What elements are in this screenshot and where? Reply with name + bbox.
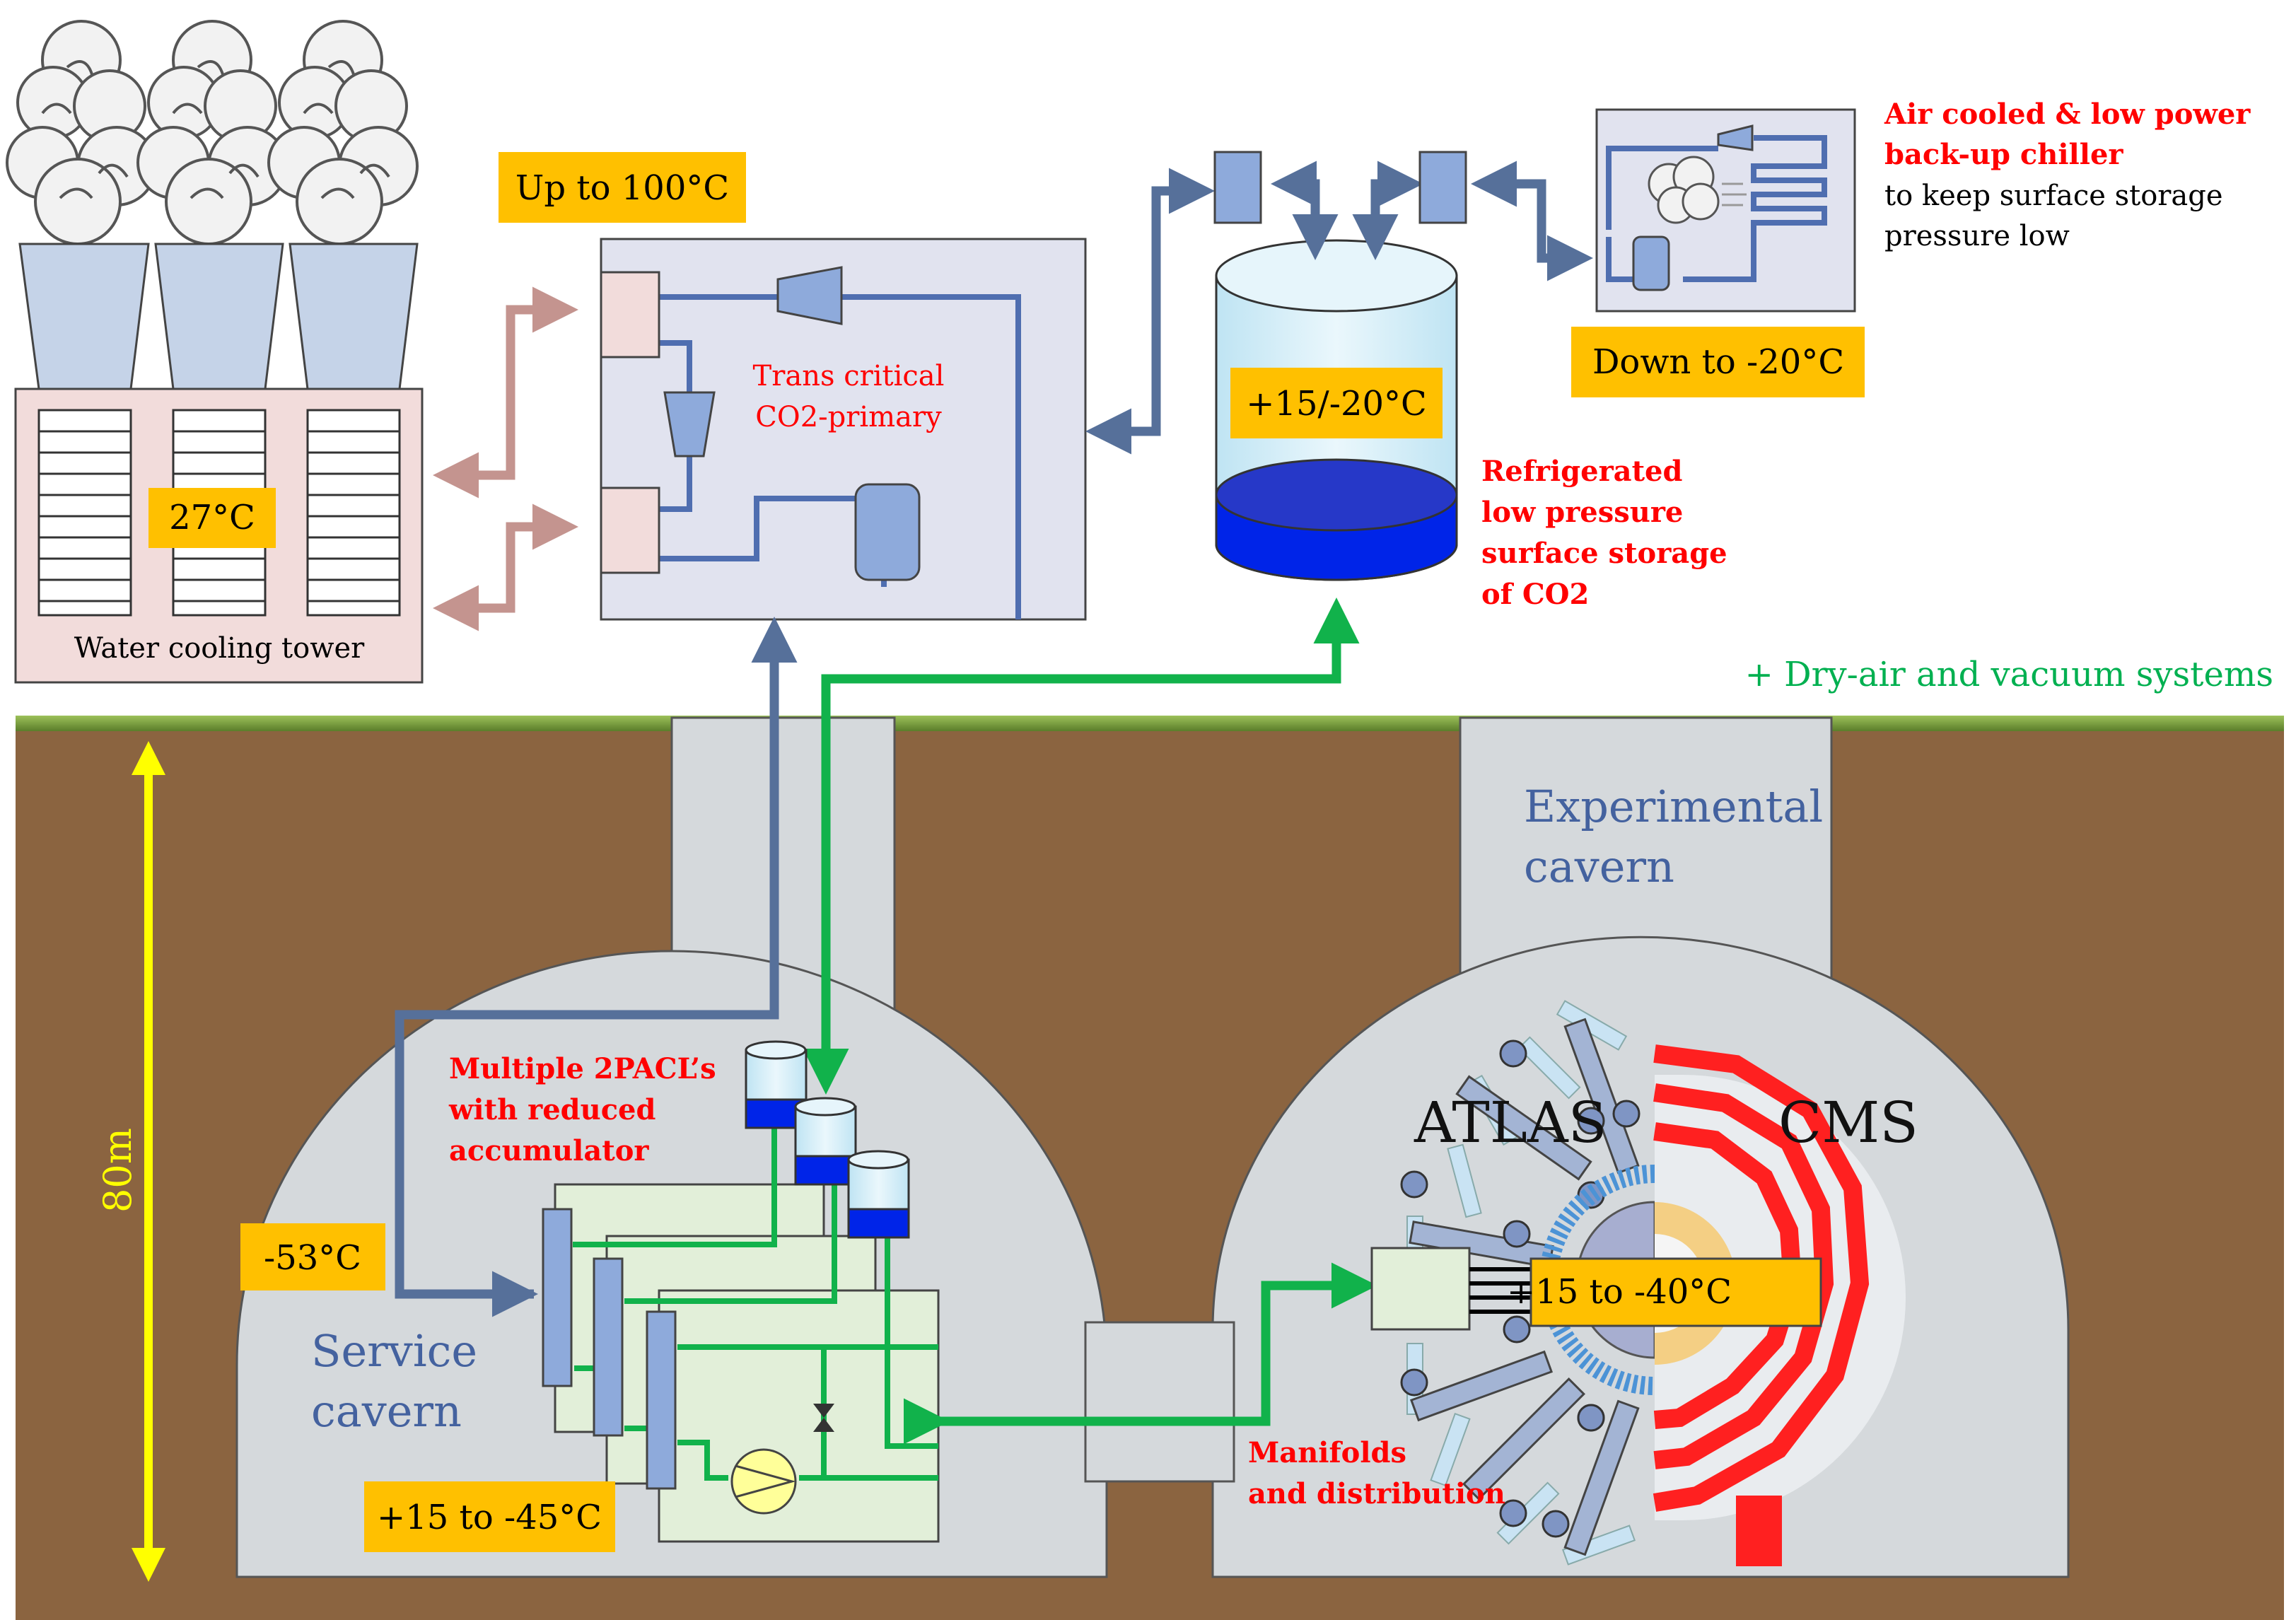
- storage-valve-2: [1418, 151, 1467, 224]
- storage-liquid-surface: [1215, 458, 1458, 532]
- co2-primary-unit: Trans critical CO2-primary: [600, 238, 1087, 621]
- manifold-lines: [1469, 1267, 1537, 1314]
- storage-connections: [1085, 161, 1593, 455]
- steam-cloud: [136, 20, 288, 245]
- storage-temp-label: +15/-20°C: [1246, 384, 1427, 424]
- pipe-pink-1: [433, 286, 578, 499]
- service-range-temp-box: [364, 1481, 615, 1552]
- steam-clouds: [6, 20, 419, 245]
- compressor: [776, 266, 843, 325]
- pacl-heat-exchanger-1: [542, 1208, 573, 1387]
- cms-label: CMS: [1778, 1090, 1918, 1155]
- pacl-pump: [730, 1448, 797, 1515]
- storage-desc-3: surface storage: [1481, 537, 1727, 570]
- service-cavern-label-1: Service: [311, 1325, 477, 1377]
- storage-temp-box: [1230, 368, 1443, 438]
- service-cold-temp-box: [240, 1223, 385, 1290]
- tower-primary-pipes: [433, 286, 578, 631]
- storage-desc-1: Refrigerated: [1481, 455, 1683, 488]
- storage-tank-top: [1215, 239, 1458, 313]
- depth-label: 80m: [95, 1128, 140, 1213]
- pacl-label-2: with reduced: [448, 1093, 655, 1126]
- atlas-label: ATLAS: [1414, 1090, 1607, 1155]
- pacl-label-1: Multiple 2PACL’s: [449, 1052, 716, 1085]
- fan-icon: [1648, 156, 1747, 224]
- manifolds-label-1: Manifolds: [1248, 1436, 1406, 1469]
- accumulator-3: [847, 1150, 910, 1239]
- valve-icon: [813, 1404, 834, 1432]
- storage-valve-1: [1213, 151, 1262, 224]
- primary-title-2: CO2-primary: [755, 401, 942, 433]
- manifolds-label-2: and distribution: [1248, 1477, 1505, 1510]
- depth-indicator: 80m: [95, 741, 165, 1582]
- backup-chiller: Down to -20°C Air cooled & low power bac…: [1571, 98, 2251, 397]
- pacl-panel-3: [658, 1289, 940, 1543]
- primary-temp-box: [499, 152, 746, 223]
- pipe-green-tunnel: [904, 1262, 1377, 1445]
- detector-temp-label: +15 to -40°C: [1507, 1272, 1732, 1312]
- tower-temp-box: [148, 488, 276, 548]
- dry-air-label: + Dry-air and vacuum systems: [1745, 655, 2273, 694]
- two-pacl-units: [542, 1040, 940, 1543]
- primary-internal-piping: [658, 294, 1021, 619]
- experimental-cavern-label-2: cavern: [1524, 841, 1674, 892]
- tower-fill-packs: [37, 409, 401, 617]
- storage-desc-4: of CO2: [1481, 578, 1589, 611]
- grass-line: [16, 716, 2284, 731]
- pipe-pink-2: [433, 503, 578, 631]
- pipe-valve-to-tank-2: [1352, 161, 1423, 260]
- chiller-desc-1: to keep surface storage: [1884, 180, 2223, 212]
- receiver-tank: [854, 483, 921, 581]
- tower-temp-label: 27°C: [169, 498, 255, 537]
- primary-title-1: Trans critical: [753, 360, 945, 392]
- service-range-temp-label: +15 to -45°C: [377, 1498, 602, 1537]
- accumulator-2: [794, 1097, 857, 1186]
- pipe-primary-to-valve: [1085, 168, 1215, 455]
- detector-temp-box: [1529, 1257, 1822, 1327]
- steam-cloud: [6, 20, 157, 245]
- pacl-heat-exchanger-3: [646, 1310, 677, 1490]
- chiller-title-2: back-up chiller: [1884, 138, 2123, 171]
- tower-label: Water cooling tower: [74, 632, 365, 665]
- chiller-compressor: [1717, 124, 1754, 151]
- pipe-valve-to-chiller: [1471, 161, 1593, 281]
- connecting-tunnel: [1084, 1321, 1235, 1483]
- service-cavern-label-2: cavern: [311, 1385, 462, 1437]
- chiller-temp-box: [1571, 327, 1865, 397]
- heat-exchanger-upper: [600, 271, 660, 359]
- water-cooling-tower: 27°C Water cooling tower: [6, 20, 424, 684]
- manifold: [1370, 1247, 1537, 1331]
- chiller-receiver: [1632, 235, 1670, 291]
- service-cold-temp-label: -53°C: [264, 1238, 361, 1278]
- tower-fill-lines: [39, 430, 400, 602]
- manifold-box: [1370, 1247, 1471, 1331]
- storage-desc-2: low pressure: [1481, 496, 1683, 529]
- atlas-toroid-nodes: [1400, 1039, 1641, 1538]
- pump-icon: [730, 1448, 797, 1515]
- pacl-heat-exchanger-2: [593, 1257, 624, 1437]
- pipe-valve-to-tank-1: [1271, 161, 1339, 260]
- chiller-desc-2: pressure low: [1884, 220, 2070, 252]
- surface-storage: +15/-20°C Refrigerated low pressure surf…: [1215, 239, 1727, 611]
- primary-temp-label: Up to 100°C: [515, 168, 729, 208]
- tower-stacks: [18, 243, 419, 390]
- chiller-piping: [1606, 135, 1827, 282]
- experimental-cavern-label-1: Experimental: [1524, 781, 1823, 832]
- heat-exchanger-lower: [600, 486, 660, 574]
- cms-foot: [1736, 1496, 1782, 1566]
- atlas-toroids: [1409, 1018, 1640, 1556]
- steam-cloud: [267, 20, 419, 245]
- chiller-temp-label: Down to -20°C: [1592, 342, 1844, 382]
- chiller-title-1: Air cooled & low power: [1884, 98, 2251, 131]
- pacl-label-3: accumulator: [449, 1134, 649, 1167]
- expansion-valve: [663, 391, 716, 458]
